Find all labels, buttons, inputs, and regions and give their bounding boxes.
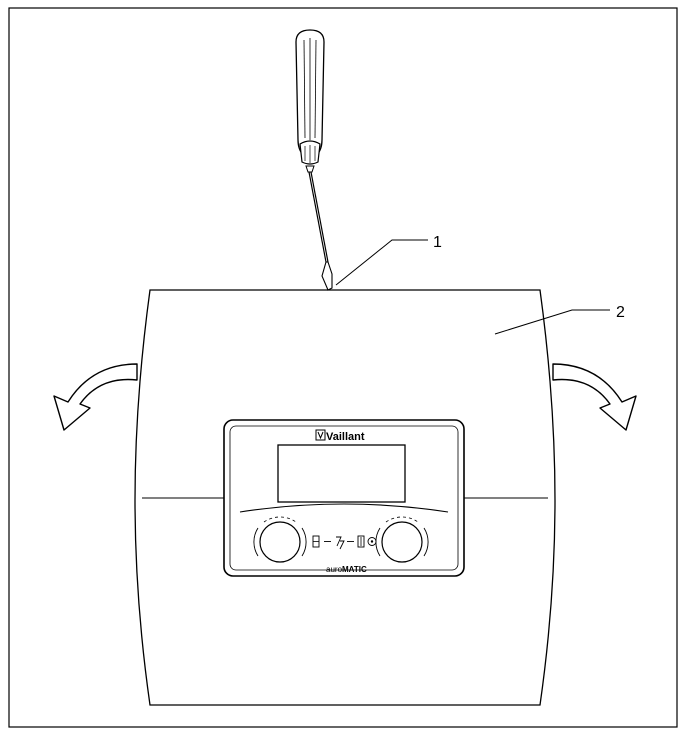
figure-border [8,7,678,728]
brand-label: Vaillant [326,431,365,443]
display-screen [277,444,406,503]
model-label: auroMATIC [326,565,367,574]
curved-arrow-right-icon [552,363,637,431]
callout-2: 2 [494,304,625,335]
left-rotary-knob [253,516,307,563]
callout-2-label: 2 [616,304,625,321]
callout-1-label: 1 [433,234,442,251]
front-panel: Vaillant [223,419,465,577]
curved-arrow-left-icon [53,363,138,431]
panel-curve [239,503,449,513]
vaillant-logo: Vaillant [315,429,365,443]
callout-1: 1 [335,234,442,286]
screwdriver-icon [295,29,333,291]
function-symbols [312,535,377,550]
right-rotary-knob [375,516,429,563]
